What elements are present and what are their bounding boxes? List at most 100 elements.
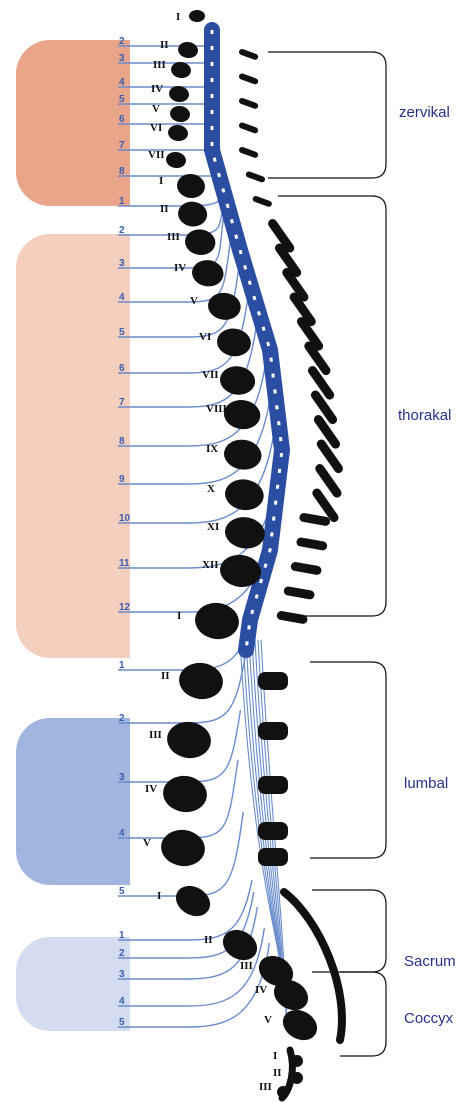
nerve-root xyxy=(118,200,226,235)
vertebra-label: V xyxy=(190,295,198,307)
vertebral-body xyxy=(165,151,187,170)
nerve-number-label: 7 xyxy=(119,397,125,408)
nerve-root xyxy=(118,81,212,87)
vertebral-body xyxy=(159,827,208,869)
nerve-root xyxy=(118,448,282,568)
vertebral-body xyxy=(177,41,199,60)
region-label-lumbar: lumbal xyxy=(404,775,448,792)
vertebra-label: IV xyxy=(151,83,163,95)
vertebral-body xyxy=(189,10,205,22)
nerve-root xyxy=(118,344,268,446)
region-label-coccyx: Coccyx xyxy=(404,1010,453,1027)
vertebral-body xyxy=(218,364,257,397)
vertebra-label: VI xyxy=(150,122,162,134)
region-label-thoracic: thorakal xyxy=(398,407,451,424)
vertebral-body xyxy=(193,600,242,642)
nerve-root xyxy=(118,118,212,124)
vertebra-label: IV xyxy=(255,984,267,996)
vertebra-label: III xyxy=(153,59,166,71)
spinous-process xyxy=(317,493,334,518)
spinous-process xyxy=(242,126,255,131)
vertebra-label: III xyxy=(259,1081,272,1093)
vertebra-label: X xyxy=(207,483,215,495)
vertebra-label: II xyxy=(161,670,170,682)
region-brackets xyxy=(268,52,386,1056)
nerve-number-label: 10 xyxy=(119,513,131,524)
spinous-process xyxy=(258,848,288,866)
spinous-process xyxy=(258,672,288,690)
nerve-number-label: 2 xyxy=(119,225,125,236)
nerve-number-label: 3 xyxy=(119,969,125,980)
nerve-number-label: 9 xyxy=(119,474,125,485)
nerve-number-label: 4 xyxy=(119,77,125,88)
segment-labels: 23456781234567891011121234512345IIIIIIIV… xyxy=(119,11,282,1093)
vertebral-body xyxy=(176,200,208,229)
region-bracket xyxy=(312,890,386,972)
nerve-number-label: 1 xyxy=(119,660,125,671)
vertebra-label: IV xyxy=(174,262,186,274)
nerve-number-label: 8 xyxy=(119,436,125,447)
nerve-number-label: 6 xyxy=(119,363,125,374)
nerve-number-label: 3 xyxy=(119,53,125,64)
vertebra-label: III xyxy=(167,231,180,243)
nerve-number-label: 4 xyxy=(119,828,125,839)
vertebra-label: IX xyxy=(206,443,218,455)
nerve-number-label: 3 xyxy=(119,772,125,783)
vertebral-body xyxy=(169,105,191,124)
spinous-process xyxy=(258,822,288,840)
nerve-number-label: 2 xyxy=(119,713,125,724)
nerve-root xyxy=(118,170,218,176)
vertebra-label: I xyxy=(176,11,180,23)
vertebra-label: V xyxy=(143,837,151,849)
vertebral-body xyxy=(223,515,267,551)
spinous-process xyxy=(258,722,288,740)
vertebra-label: VII xyxy=(202,369,219,381)
nerve-number-label: 4 xyxy=(119,292,125,303)
nerve-root xyxy=(118,199,226,206)
vertebra-label: III xyxy=(240,960,253,972)
spinous-process xyxy=(295,567,317,571)
vertebra-label: VII xyxy=(148,149,165,161)
region-bracket xyxy=(340,972,386,1056)
vertebra-label: II xyxy=(204,934,213,946)
vertebral-body xyxy=(277,1004,322,1046)
nerve-number-label: 7 xyxy=(119,140,125,151)
vertebral-body xyxy=(206,291,242,322)
nerve-number-label: 5 xyxy=(119,886,125,897)
vertebra-label: III xyxy=(149,729,162,741)
vertebral-body xyxy=(165,719,214,761)
vertebra-label: II xyxy=(160,39,169,51)
region-label-cervical: zervikal xyxy=(399,104,450,121)
nerve-root xyxy=(118,98,212,104)
region-bracket xyxy=(310,662,386,858)
spinous-process xyxy=(258,776,288,794)
vertebral-body xyxy=(170,880,215,922)
vertebra-label: II xyxy=(273,1067,282,1079)
nerve-number-label: 3 xyxy=(119,258,125,269)
spinous-process xyxy=(249,175,262,180)
vertebral-body xyxy=(215,326,253,358)
nerve-number-label: 4 xyxy=(119,996,125,1007)
coccyx-tip xyxy=(282,1050,292,1098)
region-bracket xyxy=(268,52,386,178)
nerve-number-label: 2 xyxy=(119,36,125,47)
vertebra-label: I xyxy=(159,175,163,187)
nerve-root xyxy=(118,657,245,723)
vertebra-label: IV xyxy=(145,783,157,795)
nerve-number-label: 11 xyxy=(119,558,130,569)
nerve-number-label: 5 xyxy=(119,94,125,105)
spinous-process xyxy=(320,469,337,494)
nerve-number-label: 6 xyxy=(119,114,125,125)
spinous-process xyxy=(256,199,269,204)
vertebra-label: XII xyxy=(202,559,219,571)
spinous-process xyxy=(242,52,255,57)
region-bracket xyxy=(278,196,386,616)
nerve-number-label: 2 xyxy=(119,948,125,959)
spinous-process xyxy=(288,591,310,595)
nerve-number-label: 1 xyxy=(119,196,125,207)
vertebral-body xyxy=(167,124,189,143)
vertebra-label: V xyxy=(152,103,160,115)
spinous-process xyxy=(242,77,255,82)
vertebral-body xyxy=(161,773,210,815)
